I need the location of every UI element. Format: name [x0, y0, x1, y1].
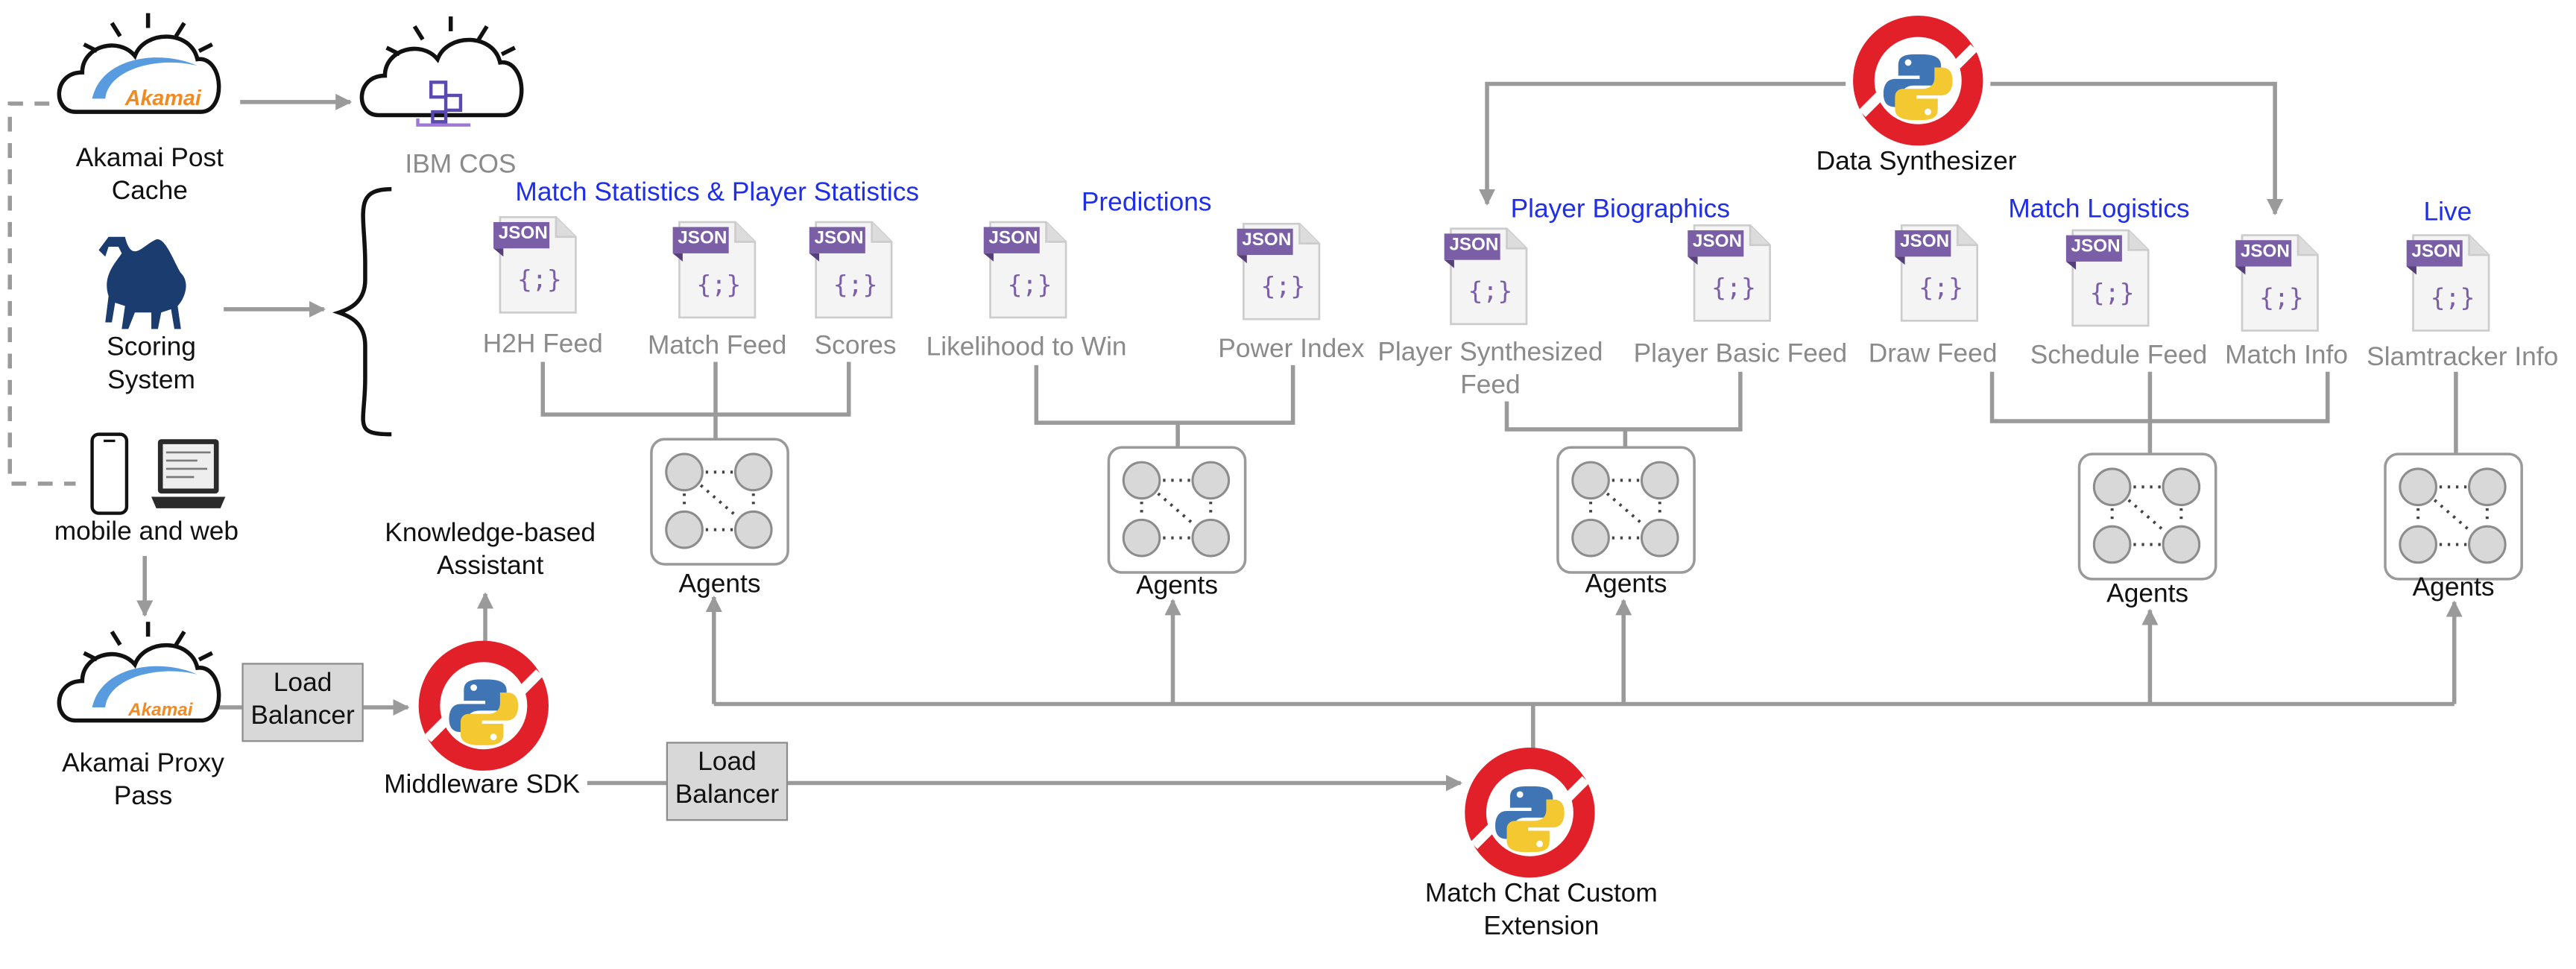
- agents-label: Agents: [2106, 581, 2189, 609]
- data-synthesizer-label: Data Synthesizer: [1816, 148, 2017, 177]
- akamai-logo-text: Akamai: [124, 85, 201, 110]
- arrow-synth-to-match-info: [1990, 81, 2284, 216]
- akamai-proxy-pass-label: Akamai Proxy Pass: [62, 750, 224, 812]
- group-title-predictions: Predictions: [1081, 189, 1212, 218]
- json-glyph: {;}: [1260, 271, 1306, 301]
- json-glyph: {;}: [1007, 269, 1052, 300]
- group-title-player-biographics: Player Biographics: [1510, 195, 1731, 224]
- load-balancer-2: Load Balancer: [666, 742, 789, 821]
- feed-label-slamtracker: Slamtracker Info: [2367, 344, 2559, 372]
- json-badge: JSON: [678, 228, 727, 249]
- json-badge: JSON: [988, 228, 1038, 249]
- load-balancer-1: Load Balancer: [242, 663, 364, 742]
- json-badge: JSON: [1242, 230, 1292, 250]
- json-glyph: {;}: [2259, 283, 2304, 313]
- dashed-cache-to-mobile: [7, 101, 76, 486]
- group-title-match-statistics: Match Statistics & Player Statistics: [515, 179, 920, 208]
- mobile-and-web-label: mobile and web: [54, 518, 239, 546]
- json-glyph: {;}: [517, 265, 562, 295]
- group-title-match-logistics: Match Logistics: [2008, 195, 2190, 224]
- json-badge: JSON: [2071, 236, 2121, 257]
- feed-label-schedule: Schedule Feed: [2030, 342, 2208, 370]
- group-title-live: Live: [2423, 199, 2472, 227]
- feed-label-player-synthesized: Player Synthesized Feed: [1377, 338, 1603, 400]
- akamai-proxy-logo-text: Akamai: [128, 701, 193, 721]
- feed-label-match-info: Match Info: [2225, 342, 2349, 370]
- bracket-group-4: [1989, 371, 2330, 455]
- agents-label: Agents: [2412, 574, 2495, 602]
- bracket-group-3: [1504, 371, 1743, 448]
- json-glyph: {;}: [1919, 273, 1964, 303]
- feed-label-scores: Scores: [814, 332, 897, 361]
- bracket-group-1: [540, 362, 851, 440]
- json-badge: JSON: [1692, 232, 1743, 252]
- akamai-post-cache-label: Akamai Post Cache: [75, 145, 224, 206]
- agents-network-icon: [649, 438, 790, 566]
- json-badge: JSON: [814, 228, 864, 249]
- agents-network-icon: [1556, 446, 1696, 574]
- json-badge: JSON: [1449, 235, 1499, 256]
- json-glyph: {;}: [1468, 276, 1513, 306]
- json-glyph: {;}: [1711, 273, 1756, 303]
- json-glyph: {;}: [696, 269, 742, 300]
- json-badge: JSON: [1900, 232, 1950, 252]
- agents-network-icon: [2384, 452, 2524, 581]
- ibm-cos-label: IBM COS: [405, 151, 517, 180]
- feed-label-power-index: Power Index: [1218, 335, 1365, 364]
- agents-label: Agents: [1136, 572, 1219, 601]
- agents-network-icon: [1107, 446, 1247, 574]
- match-chat-label: Match Chat Custom Extension: [1424, 880, 1658, 941]
- agents-label: Agents: [1585, 570, 1667, 599]
- scoring-system-label: Scoring System: [107, 334, 196, 395]
- json-badge: JSON: [498, 224, 548, 244]
- feed-label-player-basic: Player Basic Feed: [1633, 340, 1848, 369]
- agents-label: Agents: [678, 570, 761, 599]
- json-glyph: {;}: [2430, 283, 2475, 313]
- knowledge-assistant-label: Knowledge-based Assistant: [385, 520, 596, 581]
- feed-label-likelihood: Likelihood to Win: [926, 334, 1127, 362]
- feed-label-match-feed: Match Feed: [647, 332, 787, 361]
- feed-label-draw: Draw Feed: [1868, 340, 1998, 369]
- json-glyph: {;}: [2089, 277, 2135, 308]
- middleware-sdk-label: Middleware SDK: [384, 771, 581, 800]
- arrow-synth-to-player-synth: [1479, 81, 1846, 206]
- json-badge: JSON: [2411, 242, 2461, 262]
- json-glyph: {;}: [833, 269, 878, 300]
- curly-brace: [332, 187, 392, 437]
- agents-network-icon: [2077, 452, 2217, 581]
- feed-label-h2h: H2H Feed: [482, 330, 603, 359]
- bracket-group-2: [1034, 364, 1295, 448]
- json-badge: JSON: [2240, 242, 2290, 262]
